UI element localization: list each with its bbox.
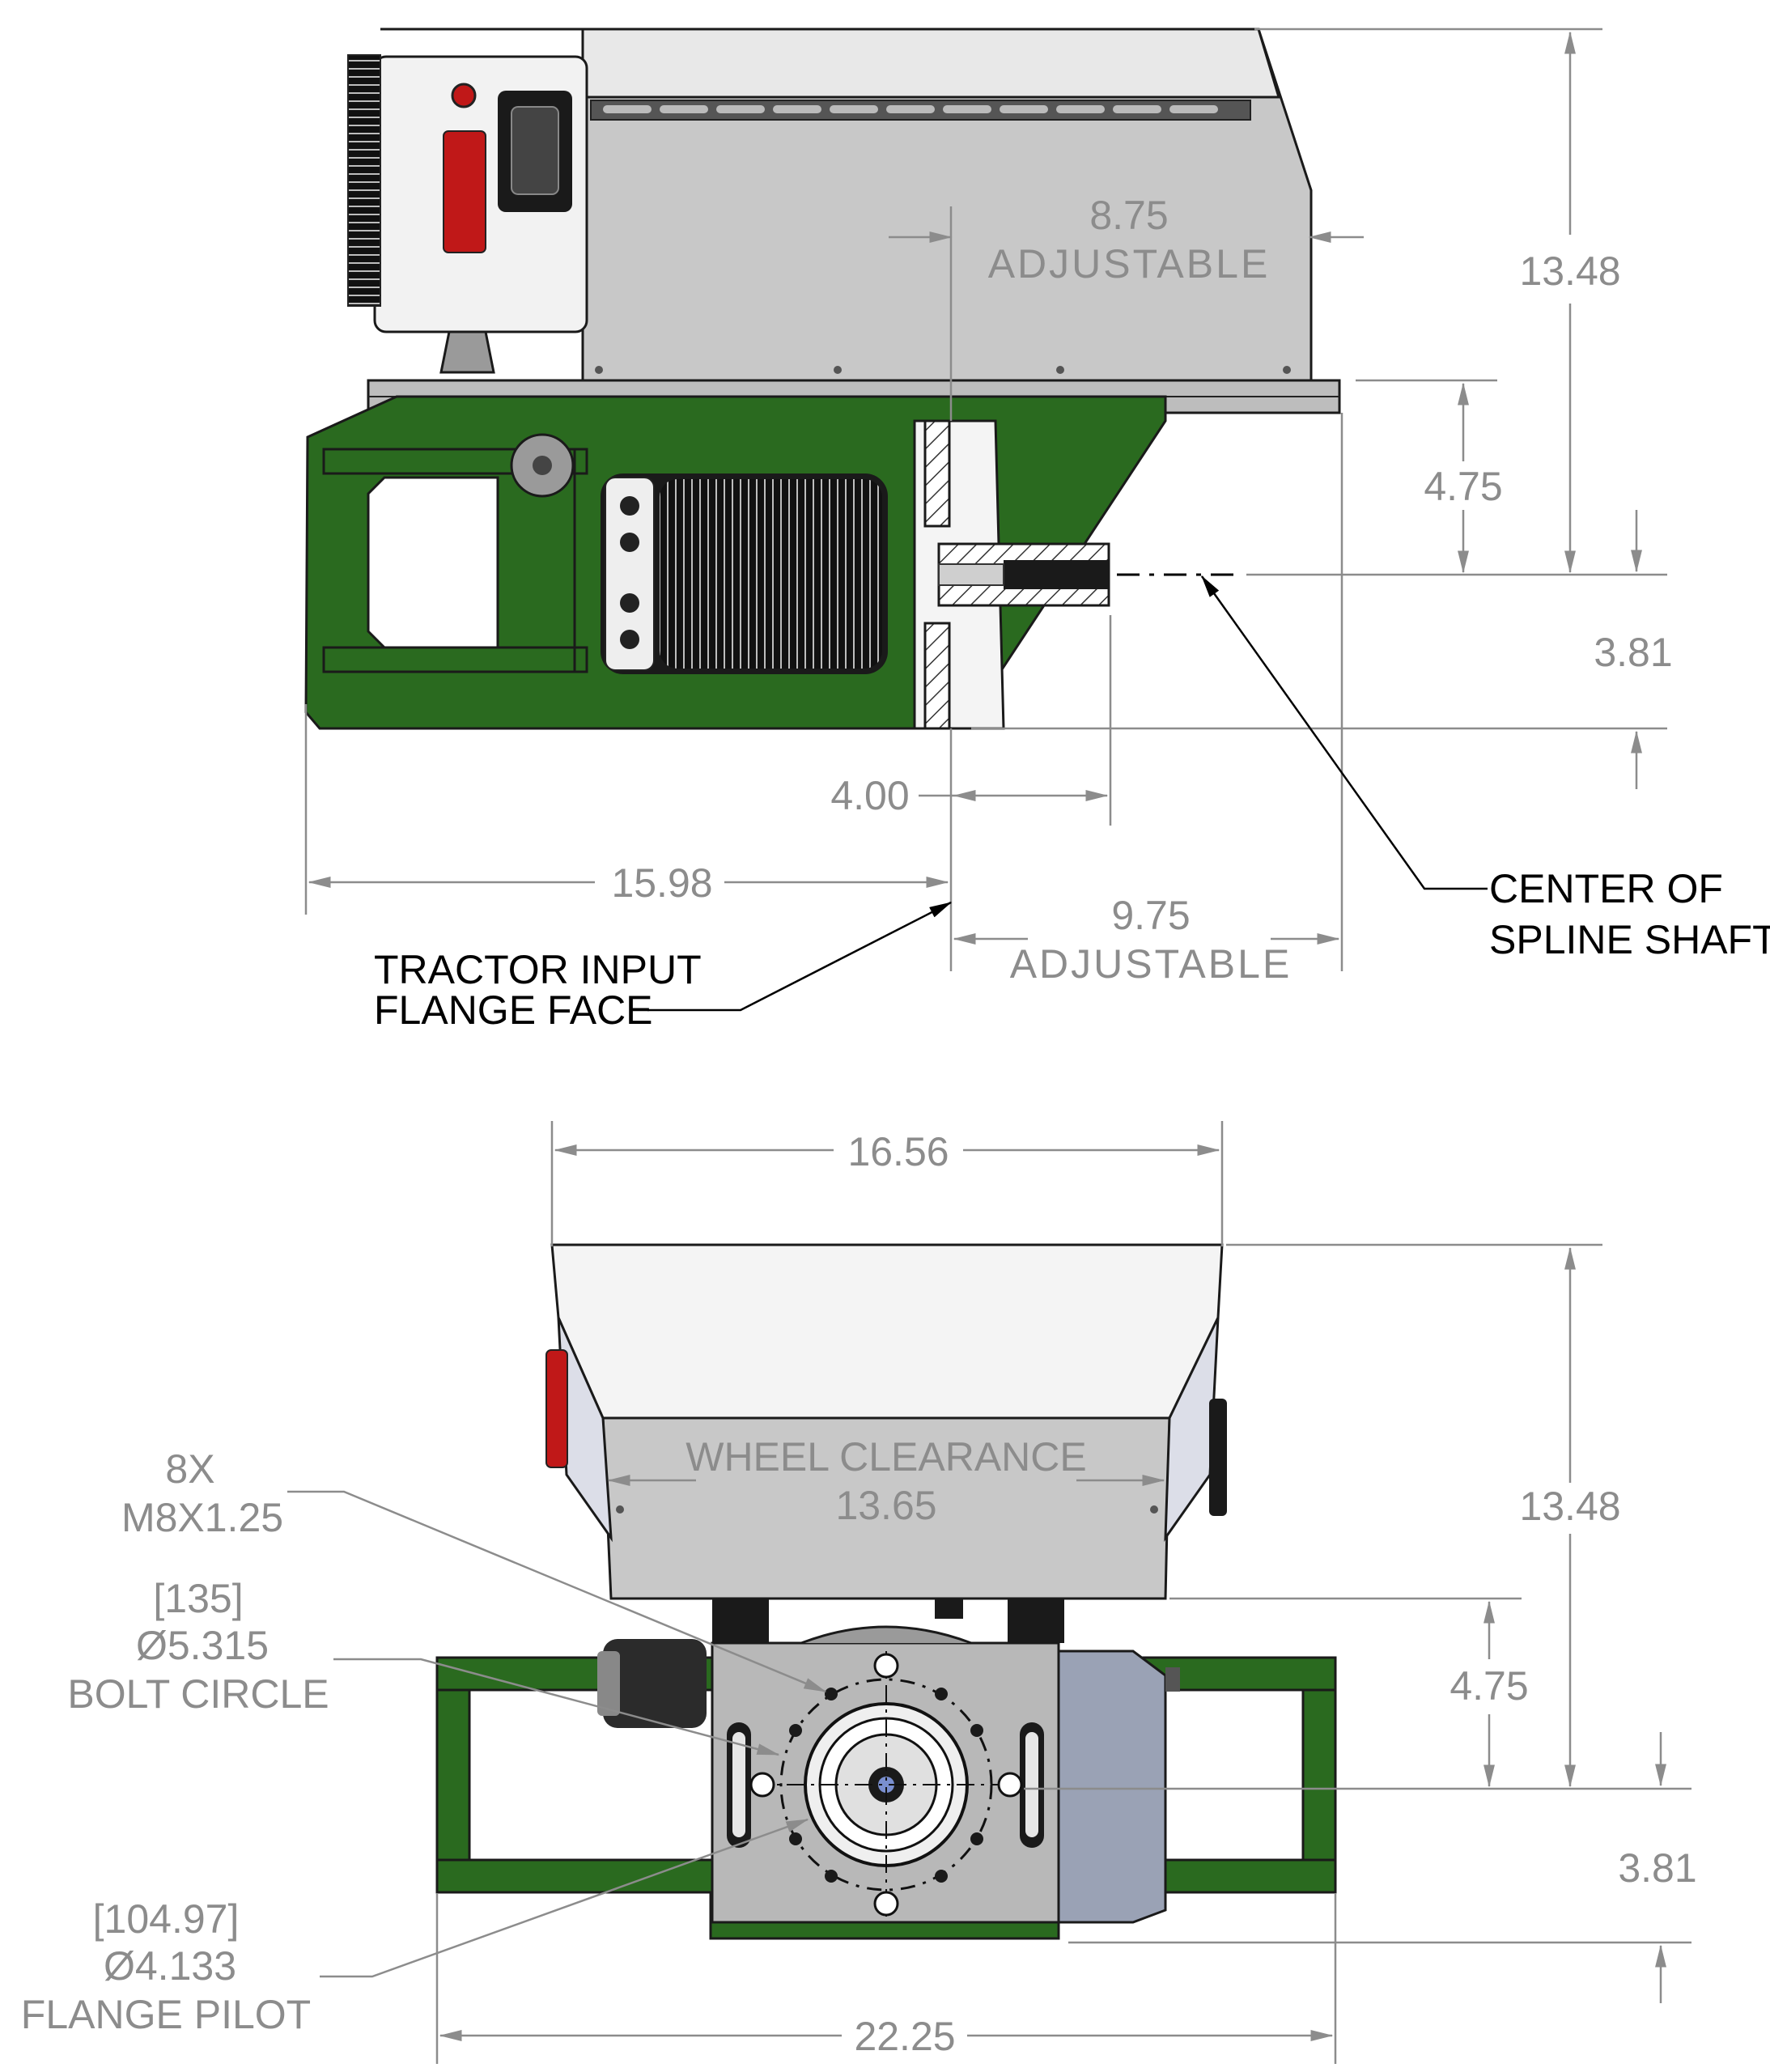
wheel-clearance-label: WHEEL CLEARANCE bbox=[686, 1434, 1086, 1480]
disconnect-switch-red bbox=[443, 130, 486, 253]
spline-shaft-core bbox=[938, 563, 1004, 586]
control-box-heatsink bbox=[347, 54, 381, 307]
pilot-metric: [104.97] bbox=[93, 1896, 240, 1942]
bolt-callout-leader bbox=[287, 1490, 827, 1693]
flange-slot-right-inner bbox=[1025, 1732, 1038, 1837]
front-frame-bottom-left bbox=[435, 1858, 718, 1894]
front-left-motor-cap bbox=[597, 1651, 620, 1716]
callout-bolt-thread: M8X1.25 bbox=[121, 1495, 283, 1540]
dim-side-center-to-bottom: 3.81 bbox=[1594, 630, 1672, 675]
dim-flange-adjust-value: 9.75 bbox=[1111, 893, 1190, 938]
flange-plate-top-curve bbox=[800, 1625, 972, 1645]
spline-center-leader bbox=[1200, 575, 1488, 890]
front-frame-left-outer bbox=[435, 1656, 471, 1894]
front-connector-right bbox=[1209, 1399, 1227, 1516]
front-foot-right bbox=[1008, 1599, 1064, 1643]
cable-gland bbox=[439, 330, 495, 374]
front-housing-body bbox=[601, 1416, 1171, 1600]
bolt-circle-label: BOLT CIRCLE bbox=[67, 1671, 329, 1717]
flange-pilot-leader bbox=[320, 1818, 809, 1978]
front-left-motor bbox=[603, 1639, 707, 1728]
motor-endcap bbox=[605, 477, 655, 671]
front-motor-housing bbox=[1057, 1650, 1167, 1924]
flange-large-bolts bbox=[749, 1653, 1023, 1917]
connector-cover bbox=[511, 106, 559, 195]
side-housing-screws bbox=[595, 366, 1291, 374]
front-foot-left bbox=[712, 1599, 769, 1643]
front-red-switch bbox=[545, 1349, 568, 1468]
dim-front-top-width: 16.56 bbox=[847, 1129, 949, 1174]
side-frame-bracket-bottom bbox=[322, 646, 588, 673]
dim-front-center-to-bottom: 3.81 bbox=[1618, 1845, 1696, 1891]
front-motor-gland bbox=[1165, 1667, 1180, 1692]
dim-shaft-length: 4.00 bbox=[830, 773, 909, 818]
front-housing-white bbox=[550, 1243, 1224, 1420]
callout-flange-line1: TRACTOR INPUT bbox=[374, 947, 702, 992]
pilot-label: FLANGE PILOT bbox=[21, 1992, 311, 2037]
dim-side-rail-to-center: 4.75 bbox=[1424, 464, 1502, 509]
side-view bbox=[304, 28, 1341, 730]
front-housing-screw-right bbox=[1150, 1505, 1158, 1514]
power-indicator-icon bbox=[451, 83, 477, 108]
motor-fins bbox=[660, 479, 882, 669]
side-view-dimensions bbox=[304, 28, 1667, 1012]
side-frame-window bbox=[367, 476, 499, 649]
front-housing-screw-left bbox=[616, 1505, 624, 1514]
bolt-circle-leader bbox=[333, 1658, 780, 1756]
dim-front-total-height: 13.48 bbox=[1519, 1484, 1620, 1529]
callout-shaft-line1: CENTER OF bbox=[1489, 866, 1723, 911]
motor-terminals bbox=[620, 496, 639, 649]
front-view-dimensions bbox=[287, 1121, 1691, 2064]
spline-hub-center bbox=[878, 1777, 894, 1793]
wheel-clearance-value: 13.65 bbox=[835, 1483, 936, 1528]
side-vent-slots bbox=[603, 105, 1218, 113]
bolt-circle-metric: [135] bbox=[153, 1576, 243, 1621]
front-foot-center bbox=[935, 1599, 963, 1619]
front-view bbox=[435, 1243, 1337, 1940]
side-housing-top-band bbox=[581, 28, 1281, 99]
dim-front-rail-to-center: 4.75 bbox=[1450, 1663, 1528, 1709]
flange-hatch-top bbox=[923, 419, 951, 528]
m8-bolt-holes bbox=[789, 1688, 983, 1883]
front-frame-right-outer bbox=[1301, 1656, 1337, 1894]
dim-flange-adjust-label: ADJUSTABLE bbox=[1010, 941, 1292, 987]
pilot-value: Ø4.133 bbox=[104, 1943, 236, 1989]
spline-shaft-bore bbox=[1004, 560, 1109, 589]
flange-hatch-bottom bbox=[923, 622, 951, 730]
flange-slot-left-inner bbox=[732, 1732, 745, 1837]
bolt-circle-value: Ø5.315 bbox=[136, 1623, 269, 1668]
callout-shaft-line2: SPLINE SHAFT bbox=[1489, 917, 1770, 962]
flange-face-leader bbox=[647, 901, 953, 1012]
motor-mount-hub bbox=[533, 456, 552, 475]
dim-top-adjustable-value: 8.75 bbox=[1089, 193, 1168, 238]
callout-flange-line2: FLANGE FACE bbox=[374, 987, 653, 1033]
dim-side-total-height: 13.48 bbox=[1519, 248, 1620, 294]
callout-bolt-count: 8X bbox=[165, 1446, 214, 1492]
dim-rear-to-flange: 15.98 bbox=[611, 860, 712, 906]
dim-front-total-width: 22.25 bbox=[854, 2014, 955, 2059]
dim-top-adjustable-label: ADJUSTABLE bbox=[988, 241, 1271, 287]
